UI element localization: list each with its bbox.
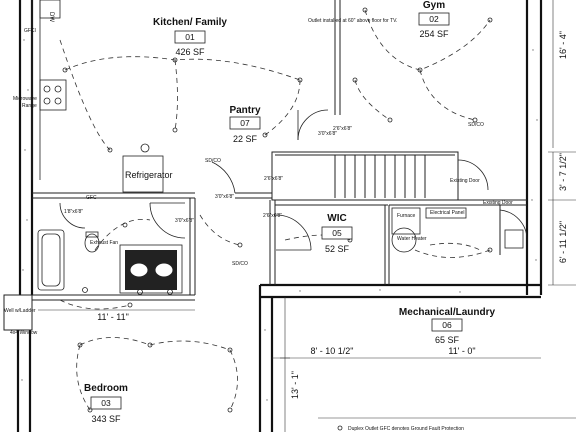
outlet-note: Outlet installed at 60" above floor for … xyxy=(308,18,397,24)
refrigerator-label: Refrigerator xyxy=(125,170,173,180)
dim-stair-height: 3' - 7 1/2" xyxy=(558,153,568,191)
door-label-upper: 3'0"x6'8" xyxy=(318,131,337,137)
gfci-label: GFCI xyxy=(24,28,36,34)
room-kitchen-family: Kitchen/ Family 01 426 SF xyxy=(153,17,227,57)
gfc-label: GFC xyxy=(86,195,97,201)
room-name: Mechanical/Laundry xyxy=(399,307,496,318)
dw-label: DW xyxy=(48,12,54,22)
door-label-wic: 2'6"x6'8" xyxy=(263,213,282,219)
door-label-stair: 2'6"x6'8" xyxy=(333,126,352,132)
room-area: 426 SF xyxy=(175,47,205,57)
dim-mech-width-b: 11' - 0" xyxy=(448,346,475,356)
interior-walls xyxy=(3,0,527,331)
dim-mech-width-a: 8' - 10 1/2" xyxy=(311,346,354,356)
room-area: 343 SF xyxy=(91,414,121,424)
room-wic: WIC 05 52 SF xyxy=(321,213,353,254)
dim-bath-width: 11' - 11" xyxy=(97,312,129,322)
room-name: Bedroom xyxy=(84,383,128,394)
door-label-closet: 1'8"x6'8" xyxy=(64,209,83,215)
room-name: WIC xyxy=(327,213,346,224)
egress-window-label: 4x4 Window xyxy=(10,330,38,336)
door-label-pantry: 2'6"x6'8" xyxy=(264,176,283,182)
well-ladder-label: Well w/Ladder xyxy=(4,308,36,314)
sdco-label-bath: SD/CO xyxy=(232,261,248,267)
exhaust-fan-label: Exhaust Fan xyxy=(90,240,118,246)
room-name: Gym xyxy=(423,0,445,11)
room-bedroom: Bedroom 03 343 SF xyxy=(84,383,128,424)
water-heater-label: Water Heater xyxy=(397,236,427,242)
room-number: 07 xyxy=(240,118,250,128)
room-gym: Gym 02 254 SF xyxy=(418,0,450,39)
room-number: 01 xyxy=(185,32,195,42)
room-name: Pantry xyxy=(229,105,261,116)
room-name: Kitchen/ Family xyxy=(153,17,227,28)
door-label-pantry-a: 3'0"x6'8" xyxy=(215,194,234,200)
switch-wiring xyxy=(59,9,491,411)
legend-text: Duplex Outlet GFC denotes Ground Fault P… xyxy=(348,426,464,432)
room-pantry: Pantry 07 22 SF xyxy=(229,105,261,144)
room-number: 02 xyxy=(429,14,439,24)
door-label-bath: 3'0"x6'8" xyxy=(175,218,194,224)
outlet-symbols xyxy=(62,7,493,413)
dim-bedroom-height: 13' - 1" xyxy=(290,371,300,399)
microwave-label: Microwave xyxy=(13,96,37,102)
dimension-lines xyxy=(38,0,576,432)
sdco-label-kitchen: SD/CO xyxy=(205,158,221,164)
room-area: 65 SF xyxy=(435,335,460,345)
room-area: 254 SF xyxy=(419,29,449,39)
existing-door-label-1: Existing Door xyxy=(450,178,480,184)
room-number: 06 xyxy=(442,320,452,330)
furnace-label: Furnace xyxy=(397,213,416,219)
sdco-label-gym: SD/CO xyxy=(468,122,484,128)
room-area: 52 SF xyxy=(325,244,350,254)
range-label: Range xyxy=(22,103,37,109)
legend: Duplex Outlet GFC denotes Ground Fault P… xyxy=(318,417,576,432)
dim-gym-height: 16' - 4" xyxy=(558,31,568,59)
existing-door-label-2: Existing Door xyxy=(483,200,513,206)
door-swings xyxy=(59,109,528,251)
electrical-panel-label: Electrical Panel xyxy=(430,210,464,216)
room-number: 05 xyxy=(332,228,342,238)
dim-mech-height: 6' - 11 1/2" xyxy=(558,221,568,263)
room-mechanical-laundry: Mechanical/Laundry 06 65 SF xyxy=(399,307,496,345)
room-area: 22 SF xyxy=(233,134,258,144)
room-number: 03 xyxy=(101,398,111,408)
fixtures xyxy=(31,0,524,294)
